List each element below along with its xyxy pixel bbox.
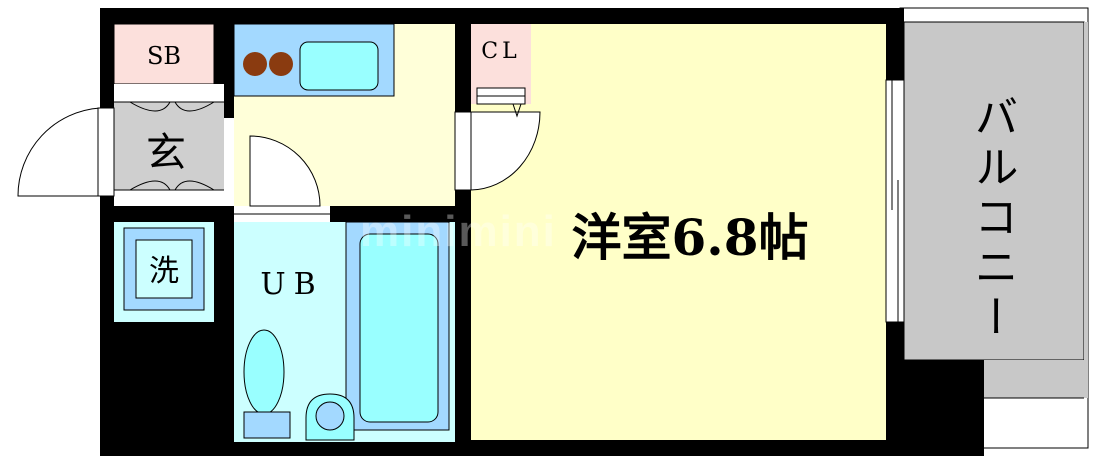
shoe-box <box>113 23 215 85</box>
unit-bath-label: UB <box>260 267 323 302</box>
laundry-label: 洗 <box>149 254 179 289</box>
entrance-door[interactable] <box>17 107 115 197</box>
balcony-label: バルコニー <box>967 94 1018 344</box>
watermark: minimini <box>360 207 557 256</box>
western-room-label: 洋室6.8帖 <box>572 208 809 267</box>
closet-label: CL <box>481 39 520 64</box>
stove-burner-right <box>269 52 293 76</box>
unit-bath <box>234 206 455 442</box>
bathtub-basin <box>359 233 439 423</box>
stove-burner-left <box>243 52 267 76</box>
washbasin <box>243 329 285 415</box>
closet <box>471 24 531 105</box>
entrance <box>114 84 224 206</box>
outer-walls <box>100 8 984 456</box>
kitchen-sink <box>299 41 379 91</box>
balcony-window[interactable] <box>885 79 905 323</box>
room-door[interactable] <box>454 103 541 191</box>
kitchen-counter <box>233 23 395 97</box>
bath-door[interactable] <box>249 135 321 207</box>
laundry-area <box>114 222 214 322</box>
shoe-box-label: SB <box>147 42 181 70</box>
entrance-label: 玄 <box>146 130 186 176</box>
